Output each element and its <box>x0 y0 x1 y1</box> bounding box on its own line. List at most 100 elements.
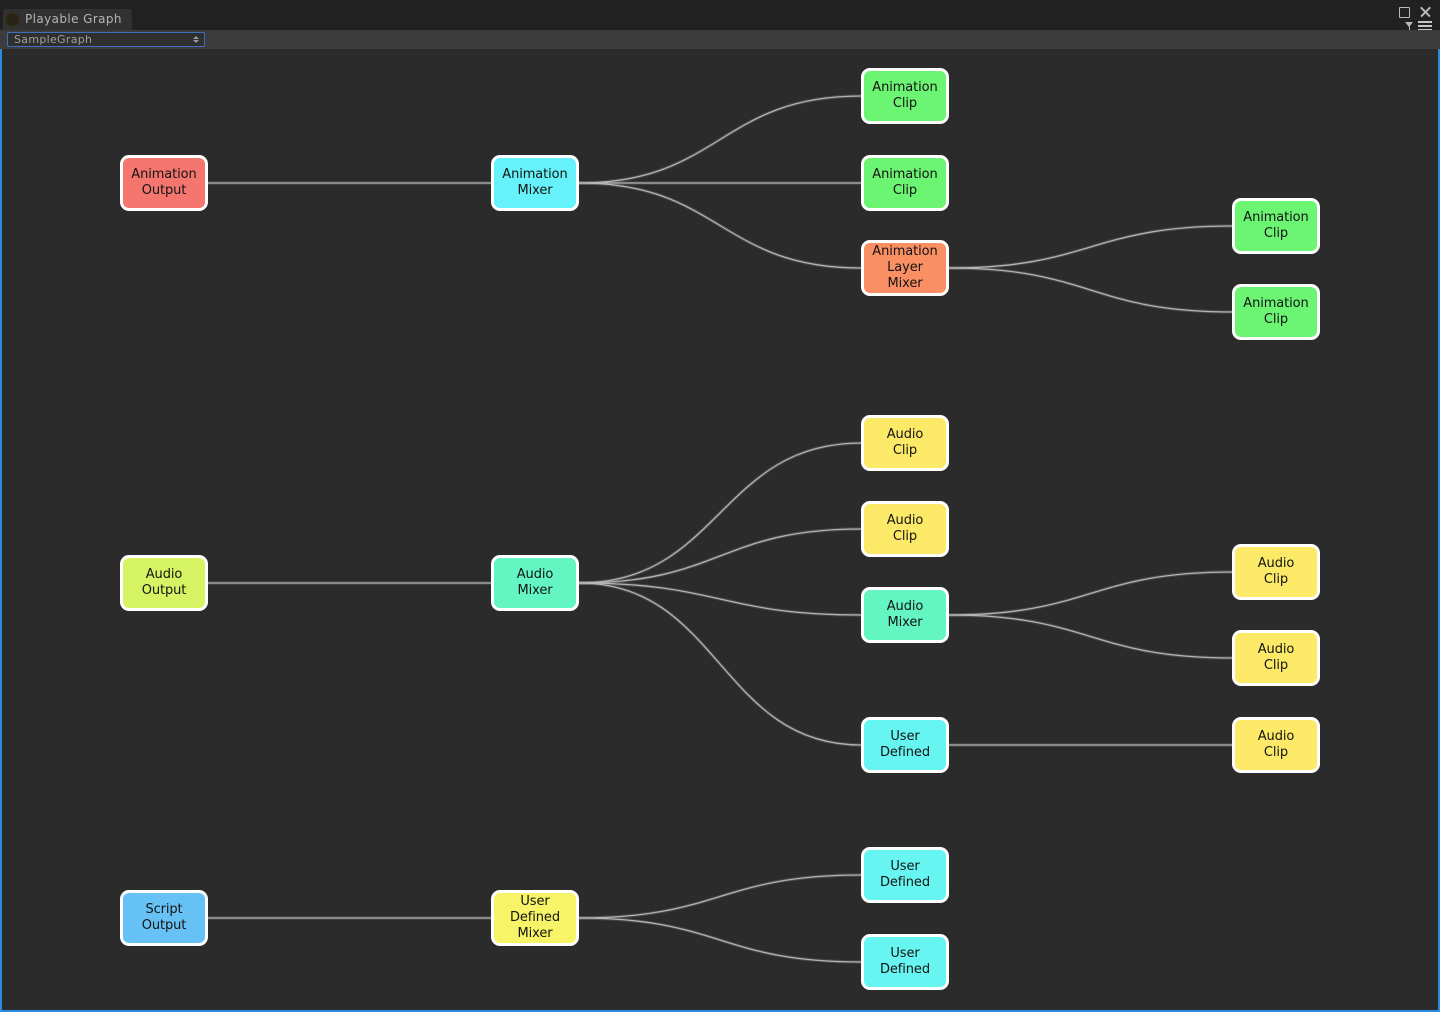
graph-node-label-line: Clip <box>892 96 918 111</box>
graph-edge-audio-mixer-1-to-audio-clip-1 <box>578 442 862 584</box>
graph-node-label-line: Mixer <box>887 615 923 630</box>
graph-node-label-line: User <box>520 894 550 909</box>
graph-edge-glow <box>948 613 1233 660</box>
graph-node-label-line: User <box>890 859 920 874</box>
graph-node-label-line: Clip <box>892 443 918 458</box>
graph-edge-glow <box>578 441 862 585</box>
graph-window-icon <box>5 12 20 27</box>
graph-node-label-line: Animation <box>131 167 197 182</box>
graph-node-label-line: Defined <box>880 745 930 760</box>
graph-node-label-line: Animation <box>502 167 568 182</box>
graph-node-label-line: Clip <box>1263 312 1289 327</box>
graph-node-label-line: Audio <box>145 567 183 582</box>
graph-node-label-line: Defined <box>880 962 930 977</box>
graph-node-label-line: Clip <box>1263 226 1289 241</box>
graph-edge-glow <box>578 527 862 585</box>
graph-edge-glow <box>578 181 862 270</box>
graph-node-label-line: Audio <box>516 567 554 582</box>
graph-edge-anim-mixer-to-anim-clip-1 <box>578 95 862 184</box>
graph-edge-audio-mixer-2-to-audio-clip-3 <box>948 571 1233 616</box>
graph-node-label-line: Clip <box>892 529 918 544</box>
graph-node-label-line: Audio <box>886 599 924 614</box>
graph-node-label-line: Output <box>141 183 187 198</box>
tab-label: Playable Graph <box>25 12 122 26</box>
graph-node-label-line: Audio <box>1257 729 1295 744</box>
graph-node-label-line: Animation <box>872 244 938 259</box>
graph-node-label-line: Output <box>141 583 187 598</box>
graph-node-label-line: Audio <box>1257 642 1295 657</box>
graph-node-label-line: Layer <box>887 260 923 275</box>
graph-node-label-line: Mixer <box>517 926 553 941</box>
graph-edge-audio-mixer-1-to-user-defined-1 <box>578 582 862 746</box>
graph-node-label-line: Mixer <box>517 183 553 198</box>
graph-edge-ud-mixer-to-user-defined-2 <box>578 874 862 919</box>
graph-edge-audio-mixer-1-to-audio-mixer-2 <box>578 582 862 616</box>
graph-node-label-line: Script <box>145 902 183 917</box>
graph-node-label-line: Mixer <box>887 276 923 291</box>
graph-node-label-line: User <box>890 729 920 744</box>
graph-edge-glow <box>578 873 862 920</box>
graph-node-label-line: Clip <box>1263 572 1289 587</box>
graph-edge-glow <box>578 581 862 617</box>
graph-edge-anim-layer-mixer-to-anim-clip-3 <box>948 225 1233 269</box>
updown-stepper-icon[interactable] <box>192 34 199 45</box>
graph-node-label-line: Defined <box>510 910 560 925</box>
graph-node-label-line: Output <box>141 918 187 933</box>
graph-edge-glow <box>578 94 862 185</box>
graph-select-dropdown[interactable]: SampleGraph <box>7 32 205 47</box>
maximize-icon[interactable] <box>1397 5 1410 18</box>
graph-node-label-line: Animation <box>1243 296 1309 311</box>
graph-edge-glow <box>948 570 1233 617</box>
graph-node-label-line: Audio <box>886 513 924 528</box>
graph-node-label-line: Animation <box>1243 210 1309 225</box>
tab-playable-graph[interactable]: Playable Graph <box>3 9 132 30</box>
graph-node-label-line: Animation <box>872 167 938 182</box>
graph-node-label-line: Mixer <box>517 583 553 598</box>
graph-edge-audio-mixer-2-to-audio-clip-4 <box>948 614 1233 659</box>
graph-edge-glow <box>578 581 862 747</box>
graph-edge-layer <box>208 94 1233 964</box>
graph-edge-ud-mixer-to-user-defined-3 <box>578 917 862 963</box>
window-buttons <box>1397 5 1432 18</box>
graph-node-label-line: Defined <box>880 875 930 890</box>
graph-node-label-line: Clip <box>1263 658 1289 673</box>
graph-node-label-line: User <box>890 946 920 961</box>
graph-node-label-line: Clip <box>892 183 918 198</box>
graph-edge-glow <box>578 916 862 964</box>
graph-node-label-line: Audio <box>886 427 924 442</box>
graph-edge-audio-mixer-1-to-audio-clip-2 <box>578 528 862 584</box>
window-titlebar: Playable Graph <box>0 0 1440 31</box>
close-icon[interactable] <box>1419 5 1432 18</box>
graph-node-label-line: Clip <box>1263 745 1289 760</box>
graph-edge-anim-layer-mixer-to-anim-clip-4 <box>948 267 1233 313</box>
graph-node-label-line: Audio <box>1257 556 1295 571</box>
graph-edge-glow <box>948 266 1233 314</box>
graph-edge-glow <box>948 224 1233 270</box>
graph-node-label-line: Animation <box>872 80 938 95</box>
filter-icon[interactable] <box>1405 22 1414 30</box>
graph-toolbar: SampleGraph <box>0 30 1440 50</box>
